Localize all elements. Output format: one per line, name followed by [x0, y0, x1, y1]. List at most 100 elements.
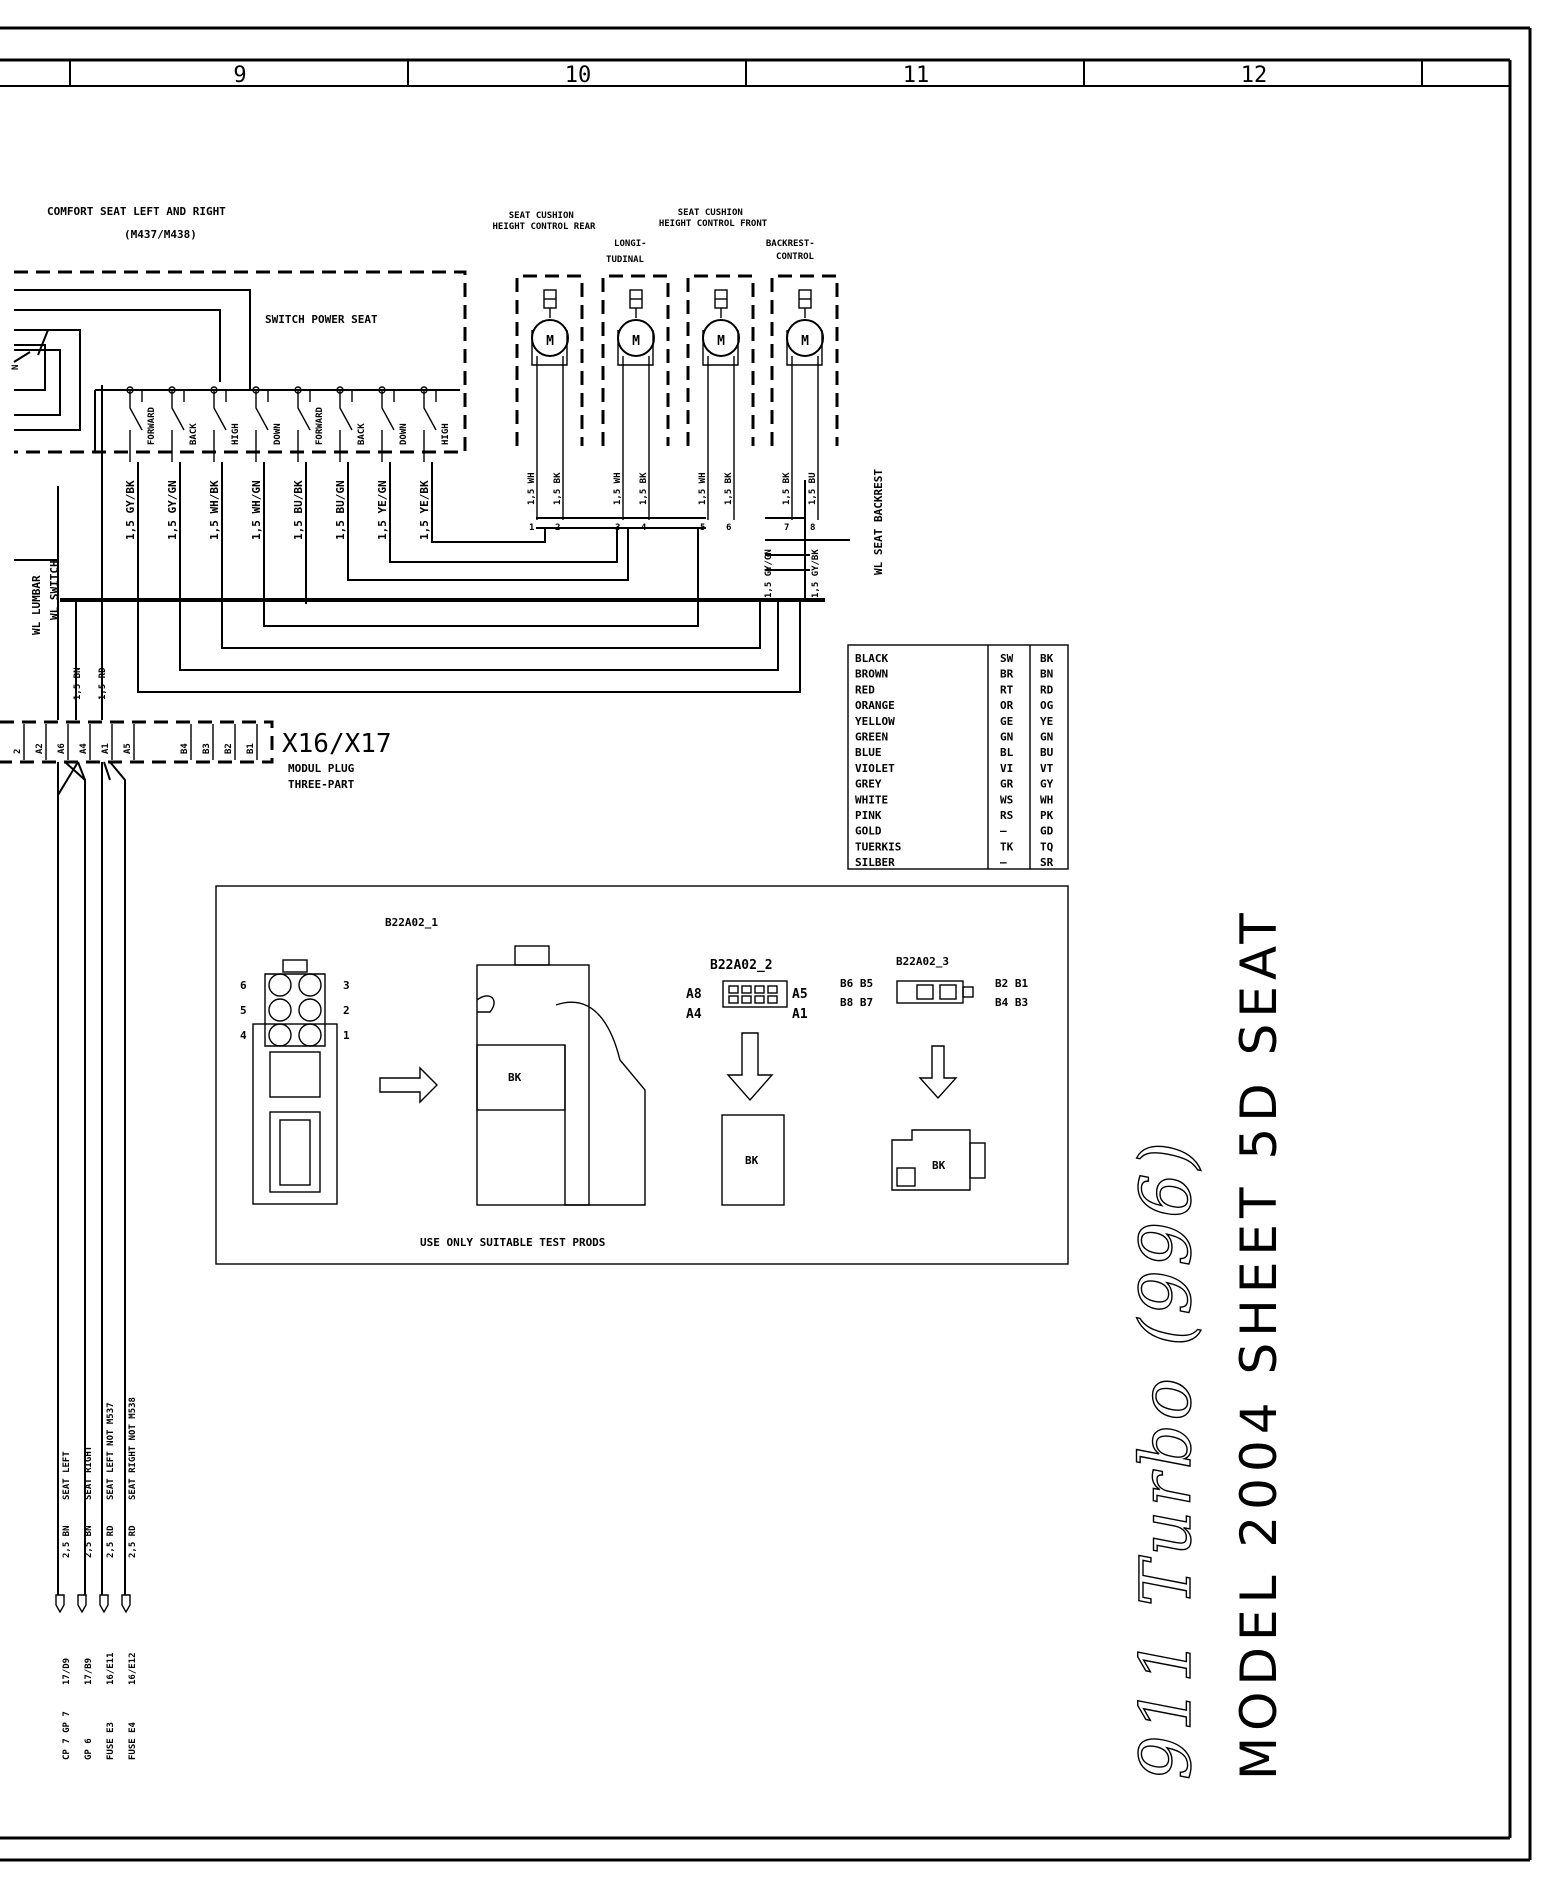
- color-code-de: GN: [1000, 731, 1013, 744]
- motor-icon: [531, 319, 569, 357]
- wl-backrest-label: WL SEAT BACKREST: [872, 469, 885, 575]
- wire-terminal-icon: [99, 1594, 109, 1614]
- connector-pin: B1: [246, 743, 256, 754]
- motor-wire-label: 1,5 BK: [724, 472, 734, 505]
- c2-pin-a4: A4: [686, 1007, 702, 1022]
- wire-terminal-icon: [77, 1594, 87, 1614]
- bottom-wire-ref: CP 7 GP 7: [62, 1711, 72, 1760]
- bottom-wire-ref: GP 6: [84, 1738, 94, 1760]
- pin-num-4: 4: [240, 1029, 247, 1042]
- feed-harness-lines: [57, 761, 126, 1595]
- color-name: GOLD: [855, 825, 882, 838]
- connector-housing-drawing: BK: [476, 945, 646, 1206]
- switch-wire-label: 1,5 YE/BK: [418, 480, 431, 540]
- motor-label-back-line2: CONTROL: [776, 252, 815, 262]
- color-code-de: —: [1000, 825, 1007, 838]
- c3-pins-b2-b1: B2 B1: [995, 977, 1028, 990]
- connector-name: X16/X17: [282, 729, 392, 759]
- motor-label-long-line1: LONGI-: [614, 239, 647, 249]
- color-name: WHITE: [855, 793, 888, 806]
- motor-pin-number: 1: [529, 523, 534, 533]
- connector-pin: A4: [79, 743, 89, 754]
- bottom-wire-gauge: 2,5 RD: [106, 1525, 116, 1558]
- color-name: ORANGE: [855, 699, 895, 712]
- c2-bk-label: BK: [745, 1154, 759, 1167]
- connector-pin: B2: [224, 743, 234, 754]
- pin-num-6: 6: [240, 979, 247, 992]
- color-name: VIOLET: [855, 762, 895, 775]
- title-model-number: 911: [1125, 1634, 1207, 1780]
- motor-pin-number: 8: [810, 523, 815, 533]
- switch-position-label: BACK: [357, 423, 367, 445]
- color-code-en: OG: [1040, 699, 1054, 712]
- sheet-frame: [0, 26, 1532, 1862]
- color-name: BROWN: [855, 668, 888, 681]
- switch-wire-label: 1,5 GY/BK: [124, 480, 137, 540]
- title-model-script: 911Turbo(996): [1125, 1138, 1207, 1780]
- bottom-wire-page: 17/D9: [62, 1658, 72, 1685]
- color-code-de: BR: [1000, 668, 1014, 681]
- title-sheet: MODEL 2004 SHEET 5D SEAT: [1230, 907, 1288, 1780]
- motor-symbol: M: [717, 334, 725, 349]
- c2-pin-a8: A8: [686, 987, 702, 1002]
- backrest-wire-label-1: 1,5 GY/GN: [764, 549, 774, 598]
- grid-column-numbers: 9 10 11 12: [233, 63, 1267, 88]
- color-code-de: RS: [1000, 809, 1013, 822]
- motor-label-rear-line1: SEAT CUSHION: [509, 211, 574, 221]
- motor-label-long-line2: TUDINAL: [606, 255, 645, 265]
- color-code-de: GE: [1000, 715, 1013, 728]
- motor-symbol: M: [546, 334, 554, 349]
- motor-icon: [786, 319, 824, 357]
- motor-icon: [617, 319, 655, 357]
- connector-pin: A1: [101, 743, 111, 754]
- color-code-de: —: [1000, 856, 1007, 869]
- color-name: BLACK: [855, 652, 888, 665]
- switch-power-seat-box: SWITCH POWER SEAT N: [11, 270, 467, 454]
- connector-b22a02-2-title: B22A02_2: [710, 958, 773, 973]
- color-code-en: GN: [1040, 731, 1053, 744]
- switch-position-label: DOWN: [273, 423, 283, 445]
- connector-pin: B3: [202, 743, 212, 754]
- color-table-row: GOLD—GD: [855, 825, 1054, 838]
- switch-contact-7: DOWN: [378, 386, 409, 462]
- color-code-de: TK: [1000, 840, 1014, 853]
- motor-symbol: M: [632, 334, 640, 349]
- motor-wire-label: 1,5 WH: [698, 472, 708, 505]
- color-table-row: SILBER—SR: [855, 856, 1054, 869]
- color-name: SILBER: [855, 856, 895, 869]
- c3-pins-b4-b3: B4 B3: [995, 996, 1028, 1009]
- motor-icon: [702, 319, 740, 357]
- feed-wire-label-bn: 1,5 BN: [73, 667, 83, 700]
- color-name: PINK: [855, 809, 882, 822]
- bottom-wire-gauge: 2,5 BN: [84, 1525, 94, 1558]
- motor-label-front-line1: SEAT CUSHION: [678, 208, 743, 218]
- arrow-right-icon: [379, 1066, 438, 1104]
- motor-label-backrest: BACKREST- CONTROL: [766, 239, 820, 262]
- color-name: GREY: [855, 778, 882, 791]
- motor-label-rear: SEAT CUSHION HEIGHT CONTROL REAR: [493, 211, 597, 232]
- pin-num-3: 3: [343, 979, 350, 992]
- switch-position-label: DOWN: [399, 423, 409, 445]
- switch-contact-4: DOWN: [252, 386, 283, 462]
- wl-lumbar-label: WL LUMBAR: [30, 575, 43, 635]
- wiring-harness: [14, 385, 850, 720]
- connector-b22a02-2-drawing: A8 A4 A5 A1 BK: [686, 980, 808, 1206]
- color-code-de: SW: [1000, 652, 1014, 665]
- motor-wire-label: 1,5 WH: [527, 472, 537, 505]
- connector-pin: B4: [180, 743, 190, 754]
- wl-switch-label: WL SWITCH: [48, 560, 61, 620]
- switch-wire-label: 1,5 GY/GN: [166, 480, 179, 540]
